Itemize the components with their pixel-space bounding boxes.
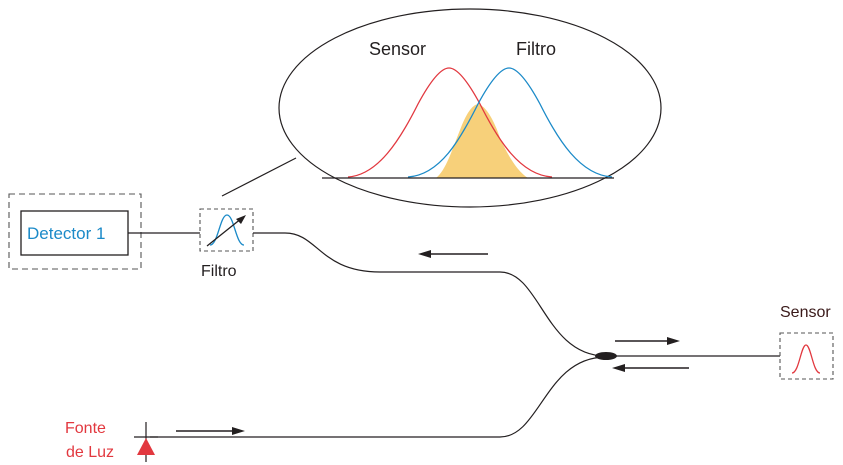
detector-dashed-frame (8, 193, 142, 270)
arrow-return-upper (418, 250, 488, 258)
light-source-triangle-icon (137, 438, 155, 455)
source-label-line2: de Luz (66, 444, 114, 461)
arrow-from-source (176, 427, 245, 435)
detector-label: Detector 1 (27, 224, 105, 243)
spectrum-inset: Sensor Filtro (278, 8, 662, 208)
sensor-dashed-frame (779, 332, 834, 380)
filter-dashed-frame (199, 208, 254, 252)
detector-block: Detector 1 (8, 193, 142, 270)
arrow-to-sensor (615, 337, 680, 345)
light-source: Fonte de Luz (65, 420, 158, 462)
sensor-block: Sensor (779, 304, 834, 380)
zoom-connector-line (221, 157, 297, 197)
tunable-filter: Filtro (199, 208, 254, 280)
source-label-line1: Fonte (65, 420, 106, 437)
overlap-area (436, 104, 528, 178)
inset-ellipse (278, 8, 662, 208)
arrow-from-sensor (612, 364, 689, 372)
filter-label: Filtro (201, 263, 237, 280)
tunable-filter-icon (206, 214, 246, 247)
fiber-coupler-icon (595, 352, 617, 360)
sensor-label: Sensor (780, 304, 831, 321)
fiber-upper (253, 232, 606, 357)
inset-sensor-label: Sensor (369, 39, 426, 59)
filter-spectrum-curve (407, 67, 613, 178)
sensor-spectrum-curve (347, 67, 553, 178)
inset-filter-label: Filtro (516, 39, 556, 59)
fiber-lower (150, 356, 606, 438)
sensor-peak-icon (791, 344, 821, 374)
